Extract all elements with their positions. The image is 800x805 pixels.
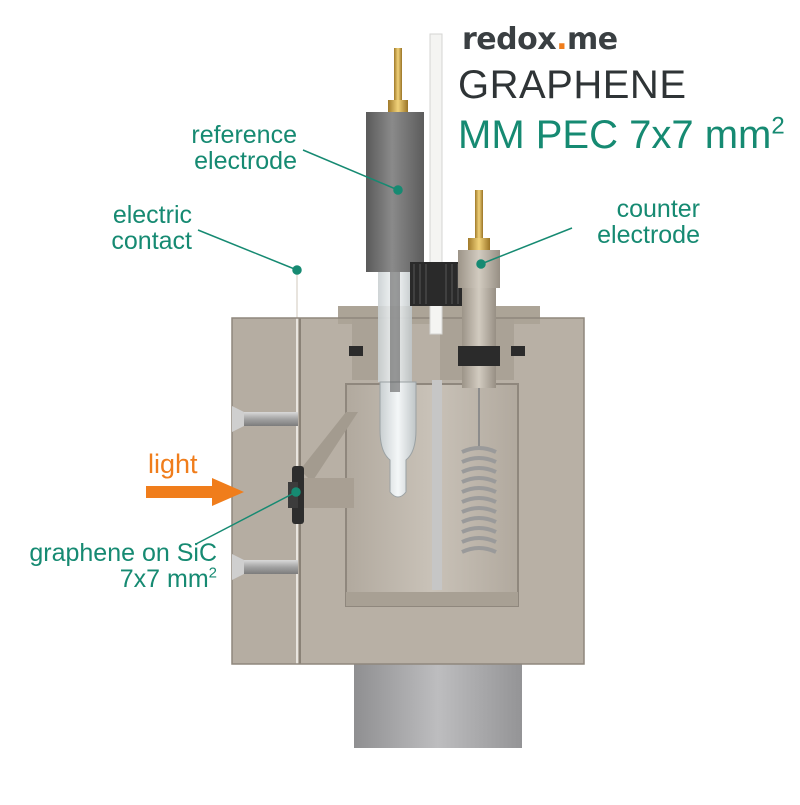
callout-graphene-line2-sup: 2 [208, 564, 217, 582]
title-line2: MM PEC 7x7 mm2 [458, 114, 785, 156]
callout-graphene-line2: 7x7 mm2 [29, 566, 217, 592]
callout-reference-line1: reference [191, 121, 297, 149]
counter-electrode [458, 190, 500, 554]
screw-bottom [232, 554, 298, 580]
callout-reference-electrode: reference electrode [191, 122, 297, 175]
title-line2-main: MM PEC 7x7 mm [458, 113, 772, 157]
center-rod [429, 33, 443, 590]
brand-dot: . [556, 22, 567, 57]
callout-counter-line1: counter [616, 195, 700, 223]
callout-graphene-line2-main: 7x7 mm [119, 565, 209, 594]
brand-prefix: redox [462, 22, 557, 57]
callout-electric-contact: electric contact [111, 202, 192, 255]
brand-logo: redox.me [462, 24, 618, 56]
title-line2-sup: 2 [771, 112, 785, 140]
callout-reference-line2: electrode [194, 147, 297, 176]
callout-light: light [148, 449, 198, 479]
light-arrow [146, 478, 244, 506]
callout-counter-electrode: counter electrode [597, 196, 700, 249]
callout-electric-line2: contact [111, 227, 192, 256]
reference-electrode [366, 48, 424, 498]
brand-suffix: me [566, 22, 618, 57]
callout-counter-line2: electrode [597, 221, 700, 250]
callout-electric-line1: electric [112, 201, 192, 229]
screw-top [232, 406, 298, 432]
callout-lines [195, 149, 573, 545]
callout-graphene-line1: graphene on SiC [29, 539, 217, 567]
title-line1: GRAPHENE [458, 63, 687, 107]
callout-graphene: graphene on SiC 7x7 mm2 [29, 540, 217, 593]
